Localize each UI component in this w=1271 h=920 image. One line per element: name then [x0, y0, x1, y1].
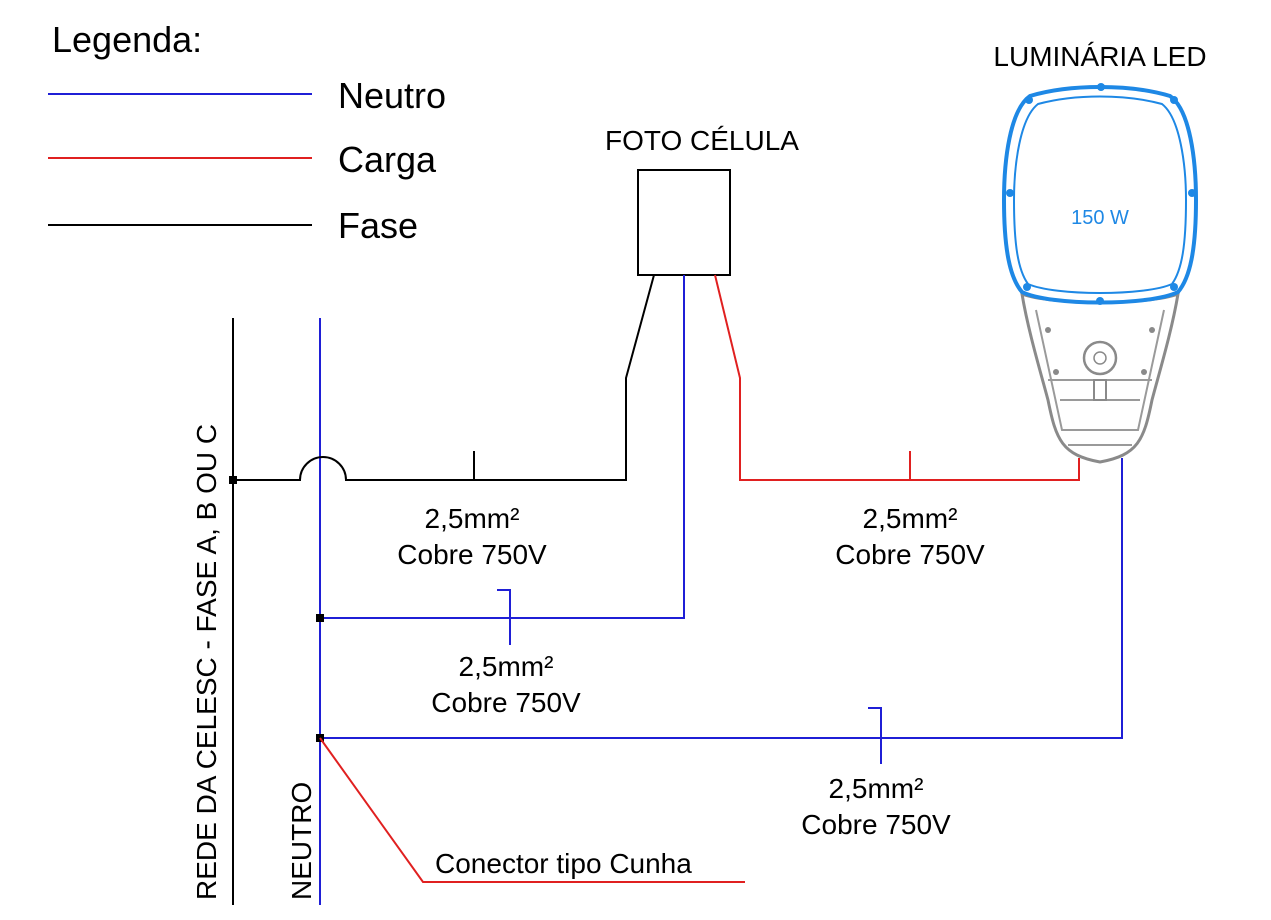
cable-type: Cobre 750V	[431, 687, 581, 718]
fase-wire	[233, 274, 655, 481]
luminaire-housing-inner	[1035, 309, 1165, 431]
luminaire-sensor-circle	[1082, 340, 1118, 376]
luminaire-led-dot	[1023, 283, 1031, 291]
cable-type: Cobre 750V	[801, 809, 951, 840]
luminaire-led-dot	[1096, 297, 1104, 305]
legend-label-carga: Carga	[338, 139, 437, 180]
cable-size: 2,5mm²	[829, 773, 924, 804]
legend-label-fase: Fase	[338, 205, 418, 246]
luminaire-led-dot	[1170, 283, 1178, 291]
luminaire-label: LUMINÁRIA LED	[993, 41, 1206, 72]
neutro-wire-marker-1	[497, 589, 511, 645]
neutro-junction-1	[316, 614, 324, 622]
luminaire-led-dot	[1188, 189, 1196, 197]
cable-label-carga: 2,5mm² Cobre 750V	[835, 503, 985, 570]
phase-network-label: REDE DA CELESC - FASE A, B OU C	[191, 424, 222, 900]
luminaire-housing	[1020, 291, 1180, 464]
cable-label-neutro-luminaire: 2,5mm² Cobre 750V	[801, 773, 951, 840]
carga-wire	[714, 274, 1080, 481]
photocell: FOTO CÉLULA	[605, 125, 799, 276]
luminaire-led-dot	[1170, 96, 1178, 104]
cable-size: 2,5mm²	[863, 503, 958, 534]
legend-title: Legenda:	[52, 19, 202, 60]
legend: Legenda: Neutro Carga Fase	[48, 19, 446, 246]
neutral-network-label: NEUTRO	[286, 782, 317, 900]
cable-label-neutro-photocell: 2,5mm² Cobre 750V	[431, 651, 581, 718]
luminaire: LUMINÁRIA LED 150 W	[993, 41, 1207, 464]
luminaire-led-dot	[1006, 189, 1014, 197]
connector-pointer	[319, 737, 745, 883]
luminaire-sensor-dot	[1093, 351, 1107, 365]
network-lines	[232, 318, 321, 905]
cable-size: 2,5mm²	[459, 651, 554, 682]
luminaire-screw	[1141, 369, 1147, 375]
cable-type: Cobre 750V	[397, 539, 547, 570]
cable-type: Cobre 750V	[835, 539, 985, 570]
luminaire-led-dot	[1025, 96, 1033, 104]
luminaire-screw	[1045, 327, 1051, 333]
neutro-wire-luminaire	[320, 458, 1123, 739]
photocell-box	[637, 169, 731, 276]
luminaire-bracket	[1093, 379, 1107, 401]
connector-label: Conector tipo Cunha	[435, 848, 692, 879]
luminaire-led-panel	[1001, 85, 1199, 305]
legend-label-neutro: Neutro	[338, 75, 446, 116]
cable-size: 2,5mm²	[425, 503, 520, 534]
fase-junction	[229, 476, 237, 484]
luminaire-screw	[1053, 369, 1059, 375]
neutro-wire-photocell	[320, 275, 685, 619]
luminaire-power: 150 W	[1071, 207, 1129, 229]
neutro-wire-marker-2	[868, 707, 882, 764]
cable-label-fase: 2,5mm² Cobre 750V	[397, 503, 547, 570]
photocell-label: FOTO CÉLULA	[605, 125, 799, 156]
luminaire-screw	[1149, 327, 1155, 333]
luminaire-led-dot	[1097, 83, 1105, 91]
